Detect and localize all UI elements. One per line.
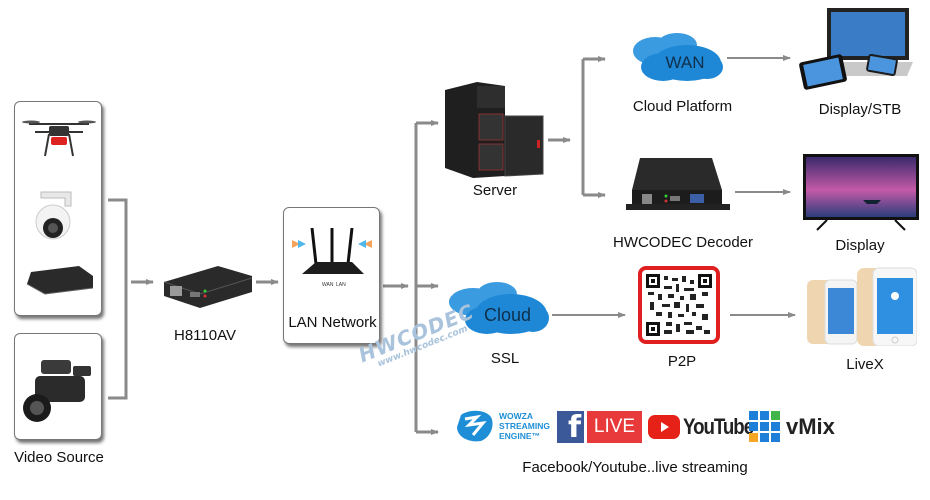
ptz-camera-icon: [35, 191, 72, 240]
video-source-card-bottom: [14, 333, 102, 440]
lan-network-card: WAN LAN LAN Network: [283, 207, 380, 344]
camcorder-icon: [23, 360, 91, 422]
laptop-tablet-phone-icon: [799, 8, 913, 90]
wowza-line-1: WOWZA: [499, 411, 533, 421]
lan-network-label: LAN Network: [288, 314, 377, 331]
router-port-lan: LAN: [336, 282, 346, 288]
youtube-logo: YouTube: [648, 413, 765, 441]
facebook-icon: f: [557, 411, 584, 445]
p2p-qr-code[interactable]: [638, 266, 720, 344]
server-tower-icon: [445, 82, 544, 178]
encoder-label: H8110AV: [174, 327, 236, 344]
wan-cloud-icon: [633, 33, 723, 81]
router-port-wan: WAN: [322, 282, 334, 288]
wowza-line-3: ENGINE™: [499, 431, 541, 441]
display-stb-label: Display/STB: [818, 101, 902, 118]
video-source-card-top: [14, 101, 102, 316]
display-label: Display: [835, 237, 885, 254]
p2p-label: P2P: [667, 353, 697, 370]
vmix-grid-icon: [749, 411, 780, 442]
set-top-box-icon: [26, 266, 94, 295]
router-icon: WAN LAN: [292, 227, 372, 288]
streaming-label: Facebook/Youtube..live streaming: [522, 459, 748, 476]
wowza-line-2: STREAMING: [499, 421, 550, 431]
decoder-device-icon: [626, 158, 730, 210]
decoder-label: HWCODEC Decoder: [612, 234, 754, 251]
wan-cloud-text: WAN: [665, 53, 705, 72]
server-label: Server: [472, 182, 518, 199]
ssl-cloud-text: Cloud: [483, 305, 532, 325]
drone-icon: [22, 120, 96, 157]
youtube-play-icon: [648, 415, 680, 439]
tv-display-icon: [803, 154, 919, 231]
ssl-cloud-icon: [449, 282, 549, 334]
video-source-label: Video Source: [14, 449, 104, 466]
youtube-wordmark: YouTube: [683, 414, 754, 439]
vmix-wordmark: vMix: [786, 414, 835, 439]
wowza-logo: WOWZA STREAMING ENGINE™: [455, 409, 550, 443]
livex-label: LiveX: [846, 356, 884, 373]
wowza-icon: [457, 410, 493, 442]
encoder-device-icon: [163, 266, 253, 308]
smartphones-icon: [807, 267, 917, 346]
qr-code-icon: [646, 274, 712, 336]
vmix-logo: vMix: [749, 411, 835, 443]
ssl-label: SSL: [490, 350, 520, 367]
facebook-live-badge: LIVE: [587, 411, 642, 443]
source-bracket: [108, 198, 128, 400]
cloud-platform-label: Cloud Platform: [632, 98, 733, 115]
